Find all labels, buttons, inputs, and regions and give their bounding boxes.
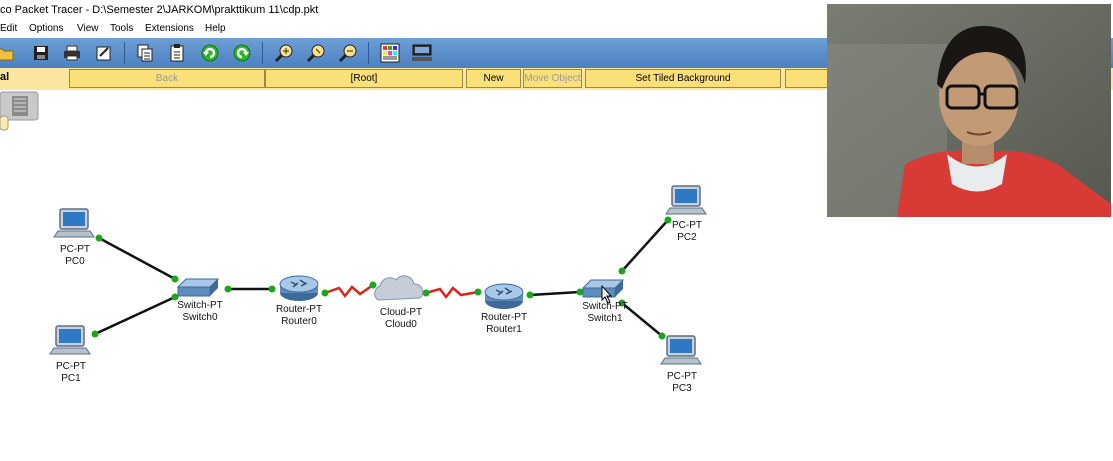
webcam-person-image bbox=[827, 4, 1111, 217]
redo-icon[interactable] bbox=[231, 42, 253, 64]
pc0-device[interactable]: PC-PT PC0 bbox=[53, 208, 95, 267]
root-button[interactable]: [Root] bbox=[265, 69, 463, 88]
router1-type-label: Router-PT bbox=[481, 312, 527, 323]
cloud0-type-label: Cloud-PT bbox=[380, 307, 422, 318]
zoom-in-icon[interactable] bbox=[273, 42, 295, 64]
cloud0-device[interactable]: Cloud-PT Cloud0 bbox=[374, 275, 424, 330]
switch1-name-label: Switch1 bbox=[587, 313, 622, 324]
undo-icon[interactable] bbox=[199, 42, 221, 64]
pc1-name-label: PC1 bbox=[61, 373, 81, 384]
mouse-cursor-icon bbox=[601, 284, 613, 304]
viewport-panel-icon[interactable] bbox=[0, 90, 40, 132]
pc2-device[interactable]: PC-PT PC2 bbox=[665, 185, 707, 243]
topology-diagram: PC-PT PC0 PC-PT PC1 Switch-PT Switch0 Ro… bbox=[49, 185, 707, 394]
link-pc1-switch0[interactable] bbox=[94, 295, 176, 336]
new-cluster-button[interactable]: New Cluster bbox=[466, 69, 521, 101]
pc2-name-label: PC2 bbox=[677, 232, 697, 243]
menu-tools[interactable]: Tools bbox=[110, 23, 134, 34]
link-router0-cloud0-serial[interactable] bbox=[324, 283, 374, 299]
cloud0-name-label: Cloud0 bbox=[385, 319, 417, 330]
copy-icon[interactable] bbox=[134, 42, 156, 64]
move-object-button[interactable]: Move Object bbox=[523, 69, 582, 88]
pc2-type-label: PC-PT bbox=[672, 220, 702, 231]
menu-options[interactable]: Options bbox=[29, 23, 64, 34]
link-status-dots bbox=[91, 216, 672, 340]
window-title: co Packet Tracer - D:\Semester 2\JARKOM\… bbox=[0, 4, 319, 16]
zoom-reset-icon[interactable] bbox=[305, 42, 327, 64]
pc-icon bbox=[49, 325, 91, 355]
webcam-overlay bbox=[827, 4, 1111, 217]
pc1-type-label: PC-PT bbox=[56, 361, 86, 372]
pc3-device[interactable]: PC-PT PC3 bbox=[660, 335, 702, 394]
cloud-icon bbox=[374, 275, 424, 301]
switch0-name-label: Switch0 bbox=[182, 312, 217, 323]
zoom-out-icon[interactable] bbox=[337, 42, 359, 64]
router0-type-label: Router-PT bbox=[276, 304, 322, 315]
menu-help[interactable]: Help bbox=[205, 23, 226, 34]
router0-device[interactable]: Router-PT Router0 bbox=[276, 275, 322, 327]
pc3-type-label: PC-PT bbox=[667, 371, 697, 382]
palette-icon[interactable] bbox=[379, 42, 401, 64]
open-folder-icon[interactable] bbox=[0, 42, 16, 64]
back-button[interactable]: Back bbox=[69, 69, 265, 88]
router-icon bbox=[279, 275, 319, 302]
router1-name-label: Router1 bbox=[486, 324, 522, 335]
switch1-type-label: Switch-PT bbox=[582, 301, 628, 312]
pc0-type-label: PC-PT bbox=[60, 244, 90, 255]
switch0-type-label: Switch-PT bbox=[177, 300, 223, 311]
switch-icon bbox=[177, 278, 219, 297]
menu-extensions[interactable]: Extensions bbox=[145, 23, 194, 34]
menu-edit[interactable]: Edit bbox=[0, 23, 18, 34]
router-icon bbox=[484, 283, 524, 310]
router0-name-label: Router0 bbox=[281, 316, 317, 327]
pc1-device[interactable]: PC-PT PC1 bbox=[49, 325, 91, 384]
pc-icon bbox=[660, 335, 702, 365]
activity-wizard-icon[interactable] bbox=[93, 42, 115, 64]
pc-icon bbox=[53, 208, 95, 238]
logical-tab-label[interactable]: al bbox=[0, 71, 10, 83]
set-tiled-background-button[interactable]: Set Tiled Background bbox=[585, 69, 781, 88]
link-switch1-pc3[interactable] bbox=[621, 302, 663, 337]
link-switch1-pc2[interactable] bbox=[621, 219, 669, 272]
link-pc0-switch0[interactable] bbox=[98, 236, 176, 281]
router1-device[interactable]: Router-PT Router1 bbox=[481, 283, 527, 335]
pc3-name-label: PC3 bbox=[672, 383, 692, 394]
paste-icon[interactable] bbox=[166, 42, 188, 64]
link-cloud0-router1-serial[interactable] bbox=[425, 286, 479, 300]
menu-view[interactable]: View bbox=[77, 23, 99, 34]
switch1-device[interactable]: Switch-PT Switch1 bbox=[582, 279, 628, 324]
custom-device-icon[interactable] bbox=[411, 42, 433, 64]
print-icon[interactable] bbox=[61, 42, 83, 64]
pc-icon bbox=[665, 185, 707, 215]
switch0-device[interactable]: Switch-PT Switch0 bbox=[177, 278, 223, 323]
link-router1-switch1[interactable] bbox=[529, 290, 581, 297]
save-icon[interactable] bbox=[30, 42, 52, 64]
pc0-name-label: PC0 bbox=[65, 256, 85, 267]
